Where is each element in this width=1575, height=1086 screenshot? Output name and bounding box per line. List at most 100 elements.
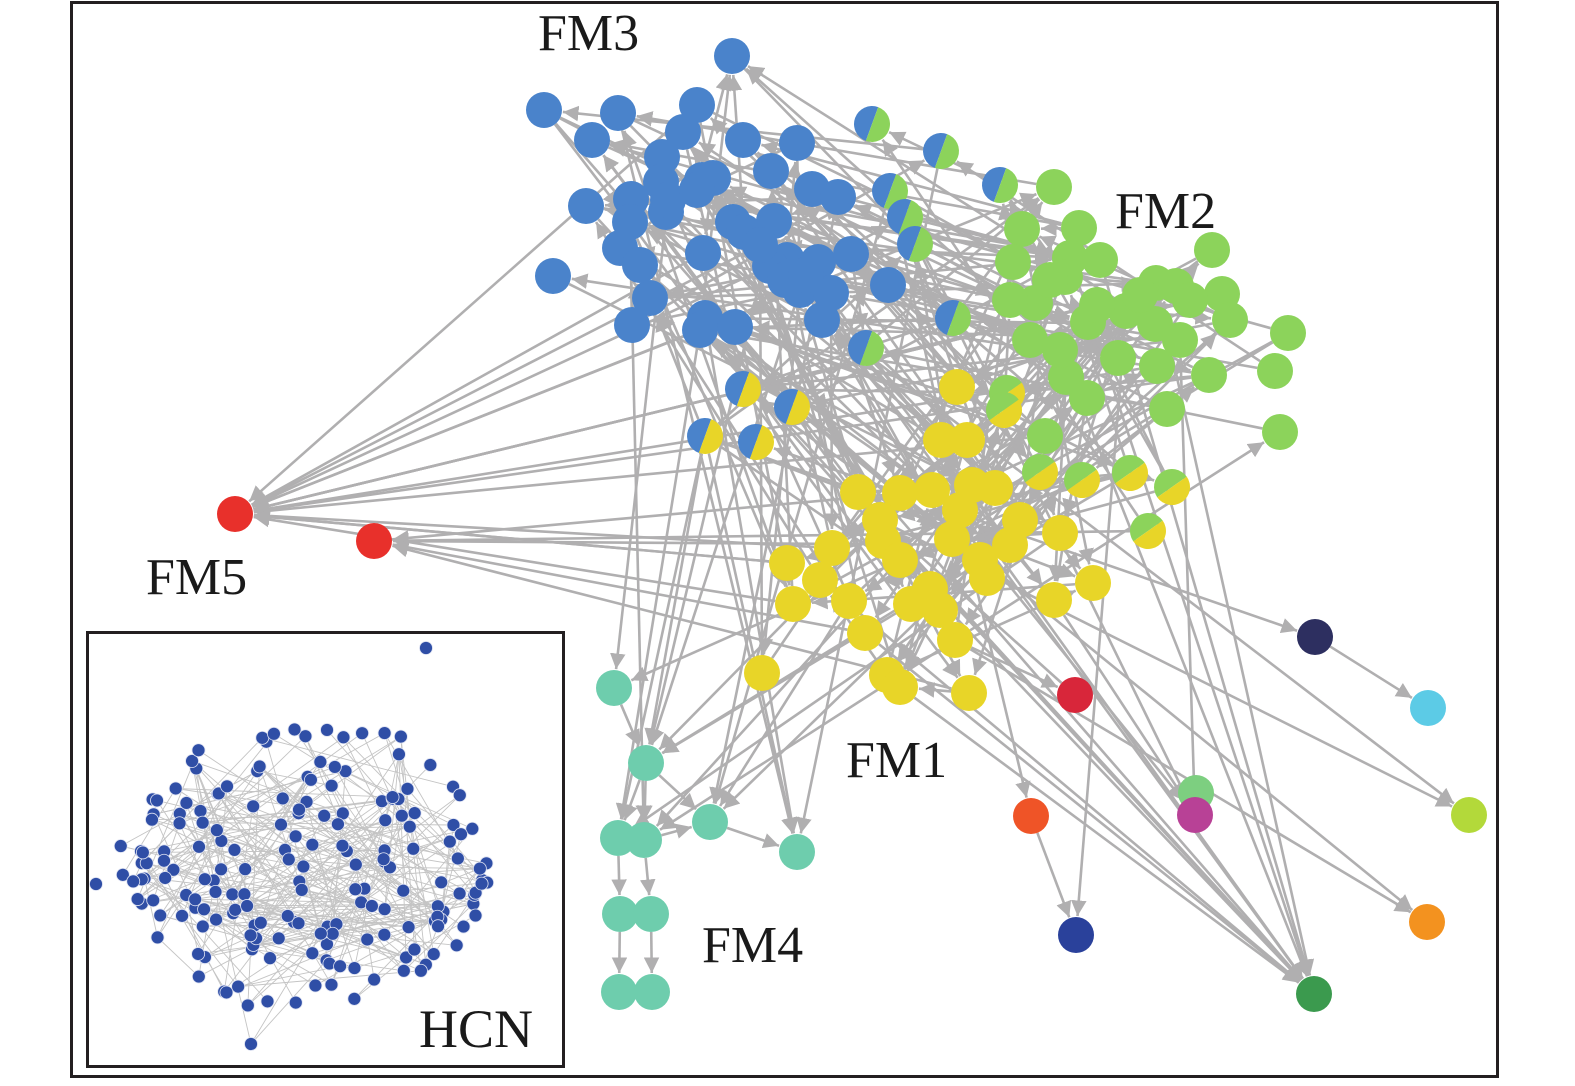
- inset-node[interactable]: [407, 806, 422, 821]
- node-fm3[interactable]: [788, 257, 824, 293]
- node-fm2[interactable]: [1122, 277, 1158, 313]
- node-fm4[interactable]: [779, 834, 815, 870]
- node-fm3-fm1[interactable]: [773, 389, 811, 425]
- node-singleton-forest-green[interactable]: [1296, 976, 1332, 1012]
- node-fm1[interactable]: [949, 422, 985, 458]
- node-fm1[interactable]: [882, 475, 918, 511]
- node-fm1[interactable]: [882, 669, 918, 705]
- inset-node[interactable]: [449, 938, 464, 953]
- node-fm2[interactable]: [1027, 418, 1063, 454]
- node-fm4[interactable]: [692, 804, 728, 840]
- inset-node[interactable]: [193, 804, 208, 818]
- inset-node[interactable]: [208, 884, 223, 899]
- node-fm2[interactable]: [1012, 322, 1048, 358]
- inset-node[interactable]: [378, 813, 393, 828]
- inset-node[interactable]: [274, 817, 288, 832]
- inset-node[interactable]: [192, 839, 206, 854]
- inset-node[interactable]: [252, 759, 267, 774]
- node-fm2[interactable]: [1069, 380, 1105, 416]
- node-fm3-fm2[interactable]: [935, 300, 971, 336]
- inset-node[interactable]: [191, 969, 206, 984]
- node-fm1[interactable]: [937, 622, 973, 658]
- node-fm4[interactable]: [628, 745, 664, 781]
- inset-node[interactable]: [267, 726, 281, 741]
- inset-node[interactable]: [89, 877, 103, 891]
- node-singleton-crimson[interactable]: [1057, 677, 1093, 713]
- node-fm2[interactable]: [1212, 302, 1248, 338]
- node-fm2[interactable]: [1194, 232, 1230, 268]
- inset-node[interactable]: [324, 778, 339, 793]
- node-fm3[interactable]: [685, 235, 721, 271]
- node-fm1[interactable]: [831, 583, 867, 619]
- inset-node[interactable]: [446, 818, 461, 832]
- inset-node[interactable]: [377, 927, 392, 942]
- inset-node[interactable]: [400, 781, 415, 796]
- inset-node[interactable]: [237, 887, 252, 902]
- inset-node[interactable]: [452, 886, 467, 901]
- inset-node[interactable]: [197, 872, 212, 887]
- node-fm1[interactable]: [847, 615, 883, 651]
- inset-node[interactable]: [335, 838, 350, 853]
- node-fm2[interactable]: [1139, 348, 1175, 384]
- node-fm3[interactable]: [574, 122, 610, 158]
- inset-node[interactable]: [468, 908, 483, 923]
- inset-node[interactable]: [135, 845, 150, 860]
- inset-node[interactable]: [348, 882, 363, 897]
- node-fm3[interactable]: [679, 172, 715, 208]
- inset-node[interactable]: [280, 909, 295, 923]
- inset-node[interactable]: [287, 722, 302, 737]
- node-fm1-fm2[interactable]: [1064, 461, 1100, 499]
- node-singleton-orange[interactable]: [1409, 904, 1445, 940]
- node-fm1[interactable]: [934, 521, 970, 557]
- inset-node[interactable]: [294, 882, 309, 897]
- inset-node[interactable]: [209, 823, 224, 838]
- inset-node[interactable]: [219, 985, 234, 1000]
- node-fm2[interactable]: [1036, 169, 1072, 205]
- inset-node[interactable]: [392, 747, 406, 762]
- node-fm1[interactable]: [814, 530, 850, 566]
- node-fm2[interactable]: [1004, 211, 1040, 247]
- inset-node[interactable]: [228, 902, 243, 917]
- inset-node[interactable]: [360, 932, 375, 947]
- node-fm2[interactable]: [1079, 287, 1115, 323]
- inset-node[interactable]: [347, 961, 362, 975]
- inset-node[interactable]: [472, 861, 487, 876]
- node-fm1-fm2[interactable]: [1112, 454, 1148, 492]
- node-fm5[interactable]: [356, 523, 392, 559]
- inset-node[interactable]: [367, 972, 382, 987]
- inset-node[interactable]: [308, 978, 323, 993]
- node-fm2[interactable]: [1257, 353, 1293, 389]
- node-fm3-fm1[interactable]: [724, 371, 762, 407]
- node-singleton-royal-blue[interactable]: [1058, 917, 1094, 953]
- node-fm1-fm2[interactable]: [1022, 453, 1058, 491]
- inset-node[interactable]: [195, 919, 210, 934]
- node-fm3-fm2[interactable]: [981, 166, 1018, 204]
- inset-node[interactable]: [168, 781, 183, 796]
- node-fm1[interactable]: [893, 586, 929, 622]
- inset-node[interactable]: [240, 998, 255, 1013]
- node-fm2[interactable]: [992, 282, 1028, 318]
- inset-node[interactable]: [320, 937, 334, 952]
- inset-node[interactable]: [393, 729, 408, 744]
- node-fm3[interactable]: [622, 247, 658, 283]
- node-fm1[interactable]: [1075, 565, 1111, 601]
- inset-node[interactable]: [271, 931, 286, 946]
- inset-node[interactable]: [220, 779, 234, 794]
- inset-node[interactable]: [191, 947, 206, 961]
- inset-node[interactable]: [399, 950, 413, 965]
- inset-node[interactable]: [426, 947, 441, 961]
- node-fm1[interactable]: [769, 545, 805, 581]
- node-fm3[interactable]: [833, 236, 869, 272]
- node-fm2[interactable]: [1262, 414, 1298, 450]
- inset-node[interactable]: [377, 726, 392, 740]
- node-fm1[interactable]: [744, 655, 780, 691]
- node-fm3[interactable]: [600, 95, 636, 131]
- node-fm3-fm2[interactable]: [923, 133, 959, 169]
- node-fm3[interactable]: [568, 188, 604, 224]
- inset-node[interactable]: [355, 726, 370, 741]
- node-fm3[interactable]: [682, 312, 718, 348]
- node-fm1[interactable]: [922, 592, 958, 628]
- inset-node[interactable]: [394, 808, 409, 823]
- inset-node[interactable]: [153, 908, 168, 923]
- node-fm5[interactable]: [217, 496, 253, 532]
